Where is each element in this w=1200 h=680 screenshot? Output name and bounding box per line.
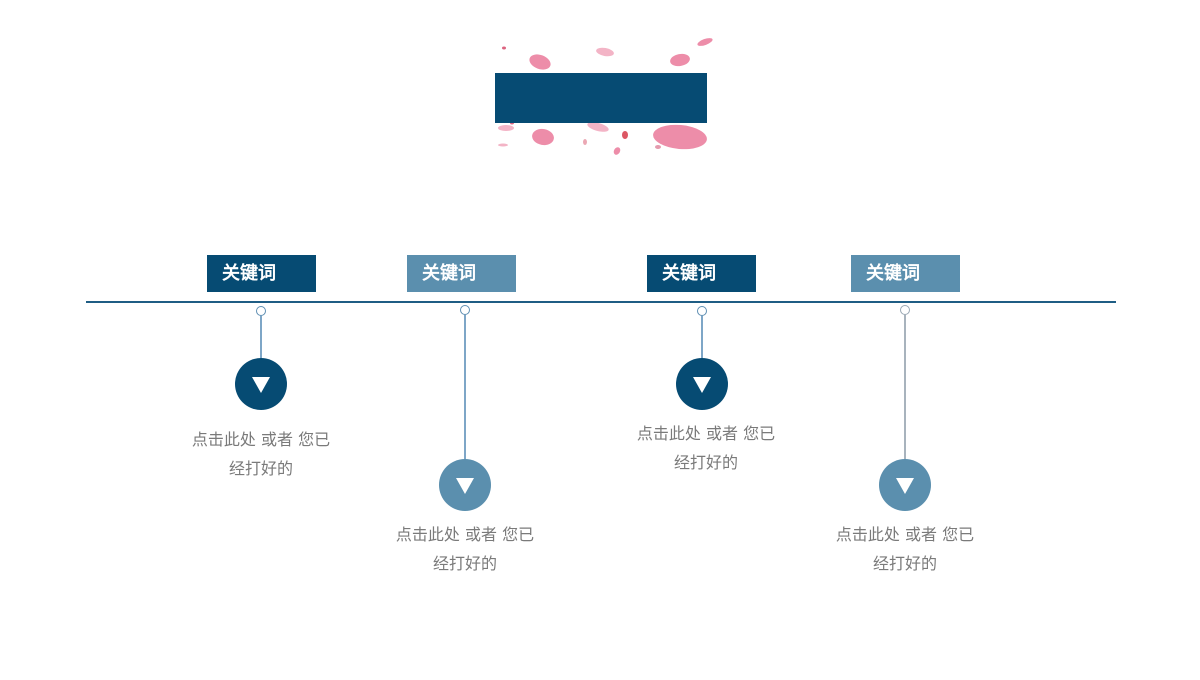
caption-1-line-1: 点击此处 或者 您已	[191, 430, 331, 449]
timeline-line	[86, 301, 1116, 303]
caption-2-line-1: 点击此处 或者 您已	[395, 525, 535, 544]
caption-3: 点击此处 或者 您已 经打好的	[611, 419, 801, 477]
triangle-down-icon	[693, 377, 711, 393]
marker-circle-2	[439, 459, 491, 511]
caption-4-line-1: 点击此处 或者 您已	[835, 525, 975, 544]
caption-2: 点击此处 或者 您已 经打好的	[370, 520, 560, 578]
title-block	[495, 73, 707, 123]
caption-1: 点击此处 或者 您已 经打好的	[166, 425, 356, 483]
keyword-label-3: 关键词	[647, 255, 756, 292]
marker-circle-1	[235, 358, 287, 410]
connector-4	[904, 315, 906, 459]
timeline-node-4	[900, 305, 910, 315]
keyword-label-1: 关键词	[207, 255, 316, 292]
petal-decoration	[498, 38, 713, 155]
keyword-label-2: 关键词	[407, 255, 516, 292]
connector-1	[260, 316, 262, 358]
connector-3	[701, 316, 703, 358]
timeline-node-2	[460, 305, 470, 315]
caption-3-line-2: 经打好的	[673, 453, 738, 472]
keyword-label-4: 关键词	[851, 255, 960, 292]
caption-1-line-2: 经打好的	[228, 459, 293, 478]
caption-3-line-1: 点击此处 或者 您已	[636, 424, 776, 443]
triangle-down-icon	[252, 377, 270, 393]
triangle-down-icon	[456, 478, 474, 494]
timeline-node-3	[697, 306, 707, 316]
marker-circle-3	[676, 358, 728, 410]
caption-4: 点击此处 或者 您已 经打好的	[810, 520, 1000, 578]
caption-4-line-2: 经打好的	[872, 554, 937, 573]
connector-2	[464, 315, 466, 459]
timeline-node-1	[256, 306, 266, 316]
marker-circle-4	[879, 459, 931, 511]
caption-2-line-2: 经打好的	[432, 554, 497, 573]
triangle-down-icon	[896, 478, 914, 494]
